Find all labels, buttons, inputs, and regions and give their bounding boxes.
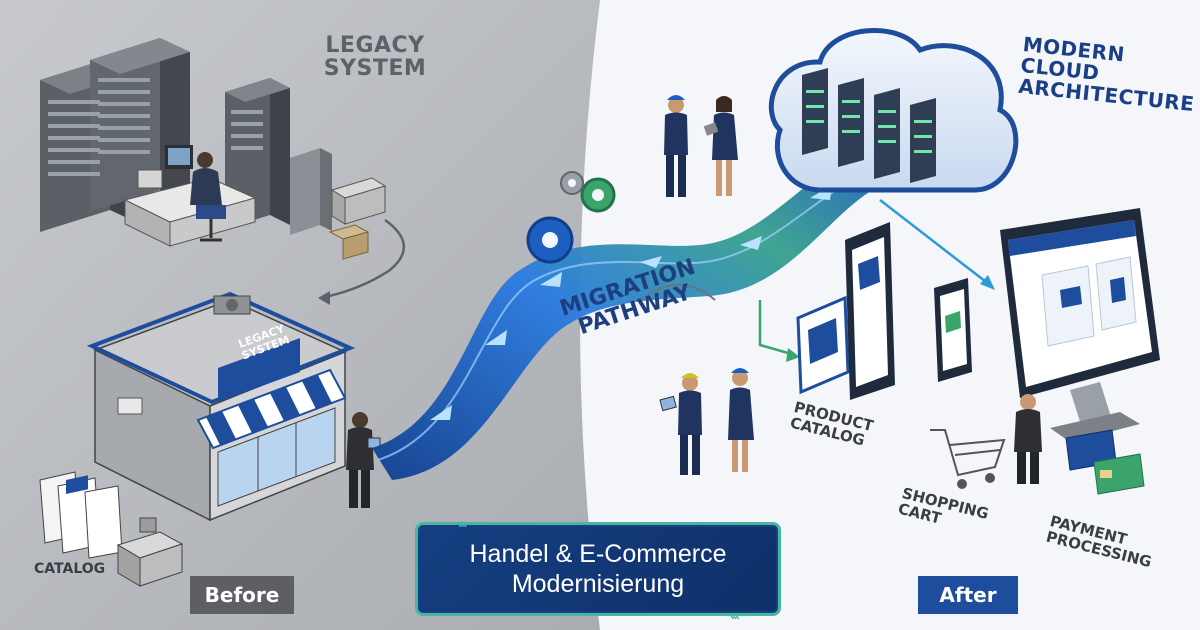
legacy-employee xyxy=(346,412,381,508)
catalog-label: Catalog xyxy=(34,561,106,577)
engineers-top xyxy=(664,95,738,197)
migration-ribbon xyxy=(372,150,880,480)
legacy-printer-box xyxy=(328,177,387,260)
desktop-monitor xyxy=(1000,208,1160,442)
product-catalog-devices xyxy=(796,222,972,400)
banner-title: Handel & E-Commerce Modernisierung xyxy=(469,540,727,598)
pathway-bridge-base xyxy=(639,284,716,301)
server-racks xyxy=(40,38,332,235)
cash-register xyxy=(116,517,184,587)
banner-chevron-right-icon: ‹‹‹ xyxy=(730,607,740,623)
migration-ribbon-edge xyxy=(377,169,871,461)
legacy-workstation xyxy=(123,145,257,247)
after-badge: After xyxy=(918,576,1018,614)
shopping-cart-icon xyxy=(930,429,1006,489)
engineers-bottom xyxy=(659,368,754,475)
title-banner: ››› ‹‹‹ Handel & E-Commerce Modernisieru… xyxy=(415,515,781,623)
legacy-connector-arrow xyxy=(319,218,406,300)
after-businessman xyxy=(1014,394,1042,484)
banner-chevron-left-icon: ››› xyxy=(458,515,468,531)
catalog-papers xyxy=(39,471,123,559)
cloud-icon xyxy=(768,28,1019,193)
ribbon-to-catalog-arrow xyxy=(758,300,796,357)
payment-cards-icon xyxy=(1065,429,1145,495)
legacy-store xyxy=(86,291,356,522)
legacy-system-title: Legacy System xyxy=(323,33,427,82)
cloud-to-devices-arrow xyxy=(879,199,991,286)
gear-icon xyxy=(526,171,616,264)
before-badge: Before xyxy=(190,576,294,614)
